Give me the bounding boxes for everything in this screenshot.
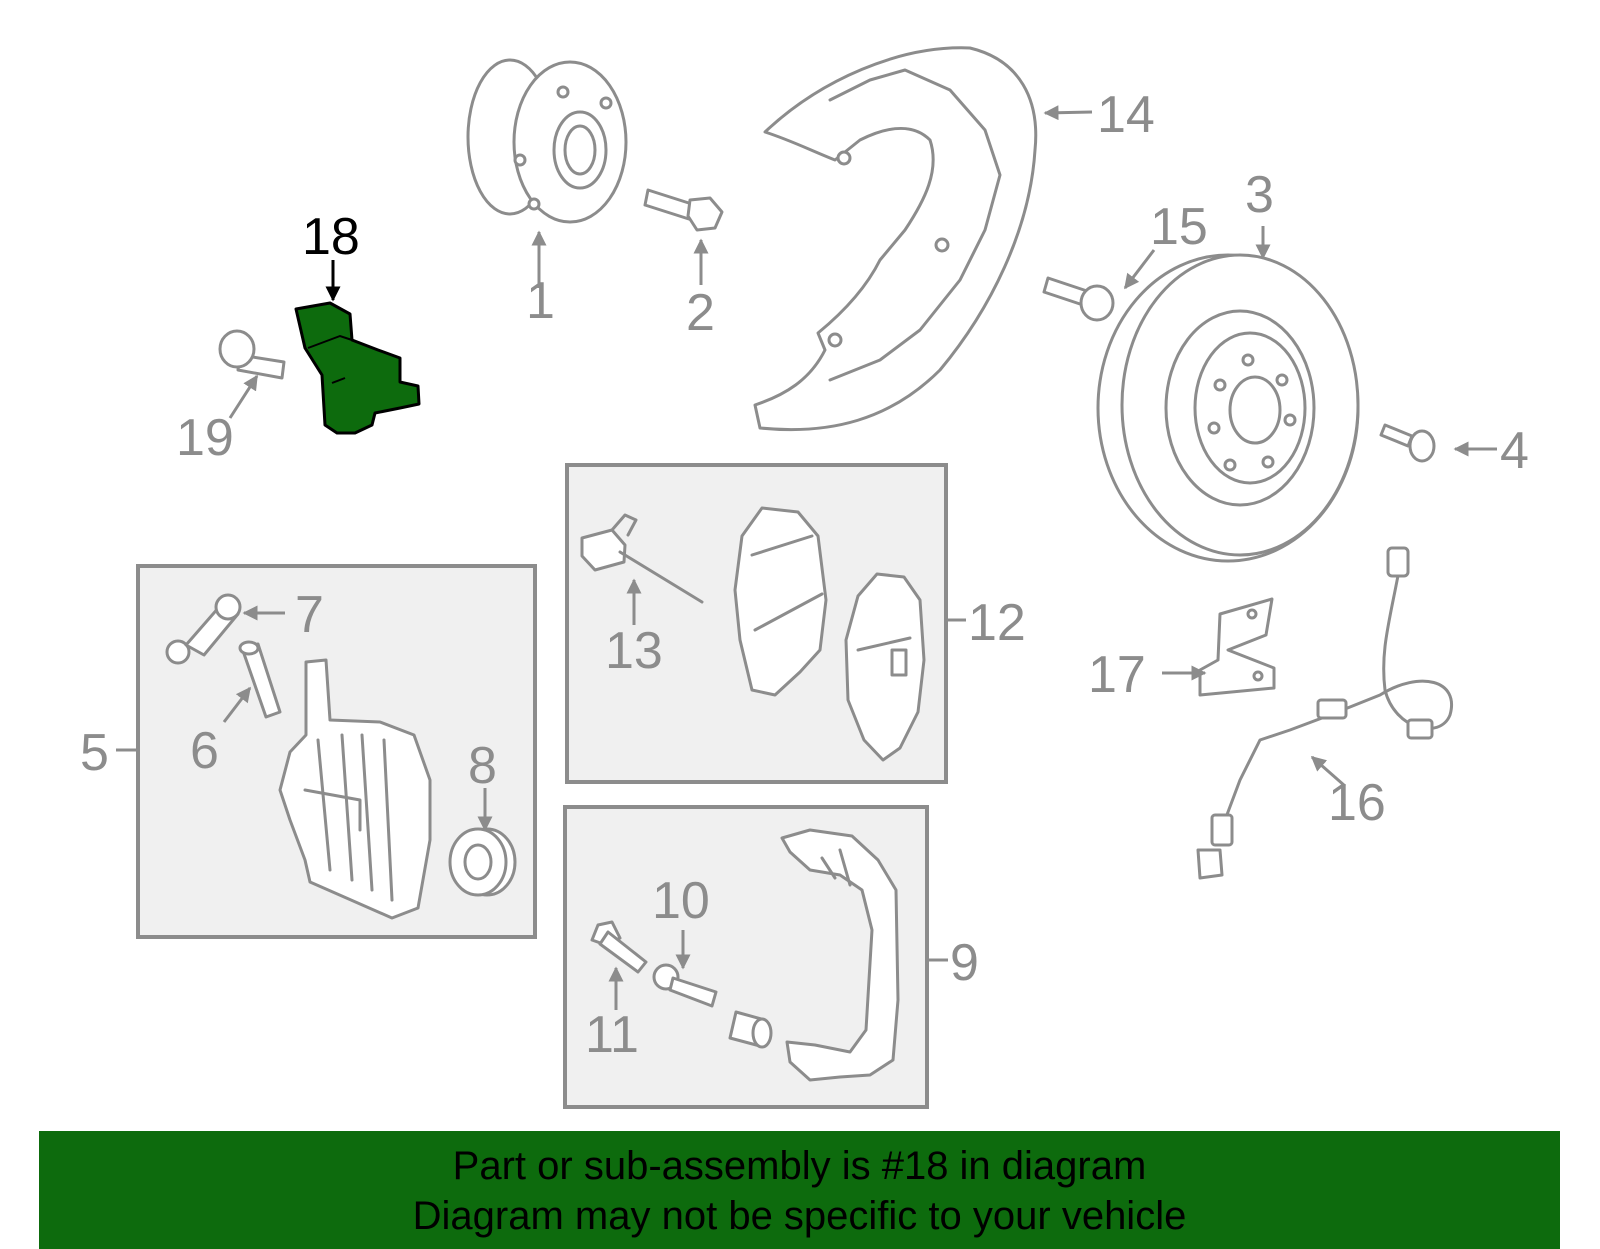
- bushing-part[interactable]: [728, 1010, 773, 1049]
- callout-11: 11: [585, 1006, 639, 1064]
- wear-sensor-part[interactable]: [580, 513, 704, 604]
- callout-8: 8: [468, 737, 497, 795]
- banner-line-2: Diagram may not be specific to your vehi…: [412, 1194, 1187, 1238]
- callout-14: 14: [1097, 86, 1155, 144]
- brake-disc-part[interactable]: [1096, 253, 1360, 563]
- wheel-hub-part[interactable]: [466, 58, 628, 224]
- callout-12: 12: [968, 594, 1026, 652]
- disc-screw-part[interactable]: [1379, 423, 1436, 463]
- guide-pin-part[interactable]: [238, 640, 282, 719]
- callout-7: 7: [295, 586, 324, 644]
- callout-16: 16: [1328, 774, 1386, 832]
- shield-bolt-part[interactable]: [1042, 276, 1115, 322]
- callout-2: 2: [686, 284, 715, 342]
- piston-part[interactable]: [448, 827, 517, 897]
- callout-19: 19: [176, 409, 234, 467]
- brake-hose-part[interactable]: [1196, 546, 1453, 880]
- caliper-part[interactable]: [278, 658, 432, 920]
- callout-13: 13: [605, 622, 663, 680]
- callout-1: 1: [526, 272, 555, 330]
- callout-5: 5: [80, 724, 109, 782]
- callout-9: 9: [950, 934, 979, 992]
- callout-4: 4: [1500, 422, 1529, 480]
- brake-pads-part[interactable]: [733, 506, 926, 762]
- hub-bolt-part[interactable]: [643, 188, 724, 232]
- highlighted-part-18[interactable]: [294, 301, 421, 435]
- sensor-bolt-part[interactable]: [218, 329, 286, 380]
- callout-6: 6: [190, 722, 219, 780]
- callout-10: 10: [652, 872, 710, 930]
- info-banner: Part or sub-assembly is #18 in diagram D…: [39, 1131, 1560, 1249]
- callout-15: 15: [1150, 198, 1208, 256]
- banner-line-1: Part or sub-assembly is #18 in diagram: [452, 1144, 1147, 1188]
- caliper-bracket-part[interactable]: [780, 828, 900, 1082]
- callout-17: 17: [1088, 646, 1146, 704]
- bracket-bolt-part[interactable]: [652, 963, 718, 1008]
- hose-bracket-part[interactable]: [1198, 597, 1276, 697]
- splash-shield-part[interactable]: [753, 46, 1038, 432]
- callout-3: 3: [1245, 166, 1274, 224]
- callout-18: 18: [302, 208, 360, 266]
- bleeder-part[interactable]: [165, 593, 242, 665]
- bracket-bolt-11-part[interactable]: [590, 920, 648, 974]
